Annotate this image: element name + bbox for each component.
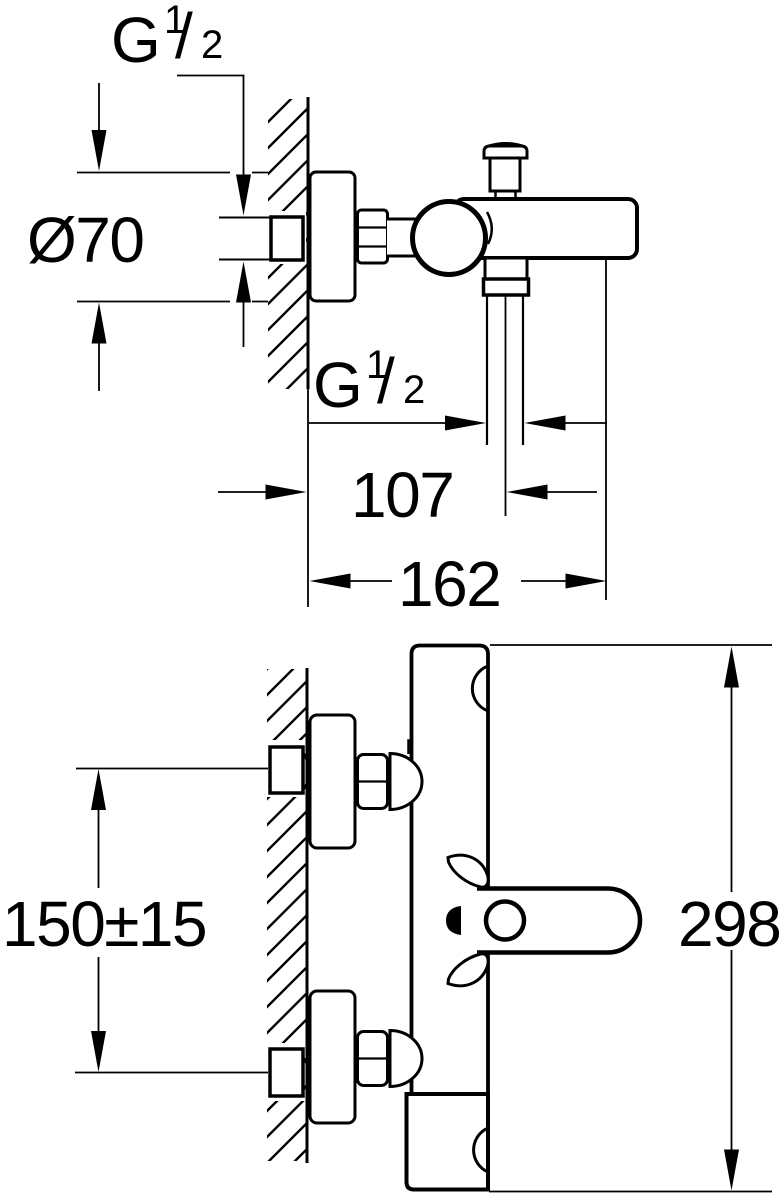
lower-connection xyxy=(268,989,424,1125)
label-298: 298 xyxy=(678,888,779,960)
shower-outlet xyxy=(481,256,531,516)
dim-inlet-thread: G 1 / 2 xyxy=(111,0,251,347)
arrow-left-icon xyxy=(524,415,566,431)
outlet-nut xyxy=(481,277,531,297)
dim-extent-lines xyxy=(77,83,268,391)
label-outlet-thread-num: 1 xyxy=(366,343,388,387)
union-hex-nut xyxy=(356,208,389,265)
escutcheon xyxy=(308,170,357,303)
dim-lines xyxy=(75,767,268,1074)
hex-nut-facets xyxy=(359,226,386,248)
diverter-knob xyxy=(482,142,529,200)
arrow-left-icon xyxy=(506,484,548,500)
arrow-down-icon xyxy=(724,1149,739,1191)
spout-outline xyxy=(477,886,643,955)
front-view: 150±15 298 xyxy=(2,643,779,1193)
label-inlet-thread-slash: / xyxy=(175,0,193,72)
hose-port-arc xyxy=(472,1126,489,1174)
body-lower-section xyxy=(404,1092,490,1192)
dim-escutcheon-diameter: Ø70 xyxy=(27,83,268,391)
eccentric-union-taper xyxy=(300,750,311,792)
dim-outlet-thread: G 1 / 2 xyxy=(309,343,607,431)
body-edge-step xyxy=(407,739,412,754)
label-outlet-thread-g: G xyxy=(313,349,361,421)
knob-stem xyxy=(494,191,517,200)
label-107: 107 xyxy=(351,459,453,531)
label-150-15: 150±15 xyxy=(2,888,206,960)
inlet-union-square xyxy=(269,215,305,262)
arrow-right-icon xyxy=(445,415,486,431)
upper-lever-blade xyxy=(446,853,490,889)
handle-body-joint-arc xyxy=(485,211,493,245)
check-valve-dome-top xyxy=(388,751,424,812)
dim-107: 107 xyxy=(218,459,597,531)
escutcheon-bottom xyxy=(308,989,357,1125)
label-outlet-thread-slash: / xyxy=(377,345,395,417)
label-outlet-thread-den: 2 xyxy=(403,368,425,412)
spout-assembly xyxy=(446,853,643,988)
arrow-up-icon xyxy=(724,646,739,688)
supply-pipe-square xyxy=(268,745,305,795)
label-diameter: Ø70 xyxy=(27,204,143,276)
arrow-up-icon xyxy=(236,261,251,303)
check-valve-dome-bottom xyxy=(388,1028,424,1089)
label-162: 162 xyxy=(398,548,500,620)
arrow-down-icon xyxy=(91,130,107,171)
label-inlet-thread-num: 1 xyxy=(164,0,186,42)
temperature-button-mark xyxy=(446,906,461,935)
dim-lines xyxy=(489,644,772,1193)
knob-body xyxy=(488,156,522,193)
dim-connection-spacing: 150±15 xyxy=(2,767,268,1074)
arrow-down-icon xyxy=(91,1031,106,1072)
knob-cap xyxy=(482,144,529,160)
outlet-pipe-lines xyxy=(485,295,525,445)
arrow-left-icon xyxy=(309,573,351,589)
arrow-up-icon xyxy=(91,769,106,810)
inlet-pipe-lines xyxy=(219,216,271,261)
dim-leader-lines xyxy=(177,74,245,347)
upper-connection xyxy=(268,713,424,850)
knob-cap-dome xyxy=(487,142,524,148)
label-inlet-thread-g: G xyxy=(111,4,159,76)
top-port-arc xyxy=(470,664,489,713)
lower-lever-blade xyxy=(446,952,490,988)
thermostat-handle xyxy=(410,199,488,277)
outlet-flange xyxy=(483,256,529,281)
arrow-down-icon xyxy=(236,174,251,216)
dim-lines xyxy=(350,259,607,600)
dim-overall-height: 298 xyxy=(489,644,779,1193)
side-view: G 1 / 2 Ø70 G 1 / 2 107 xyxy=(27,0,639,620)
arrow-right-icon xyxy=(265,484,307,500)
arrow-right-icon xyxy=(565,573,607,589)
spout-button xyxy=(483,899,527,942)
eccentric-union-taper xyxy=(301,1055,311,1092)
dim-162: 162 xyxy=(309,259,607,620)
supply-pipe-square xyxy=(268,1047,305,1098)
arrow-up-icon xyxy=(91,302,107,344)
escutcheon-top xyxy=(308,713,357,850)
label-inlet-thread-den: 2 xyxy=(201,23,223,67)
